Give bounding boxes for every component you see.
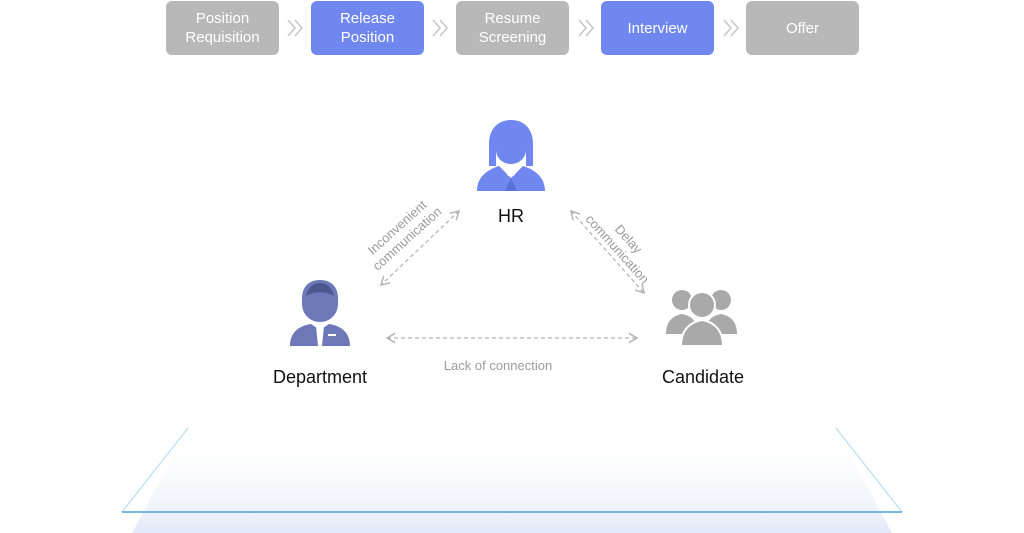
- chevron-right-icon: [723, 19, 740, 37]
- department-man-icon: [290, 280, 350, 346]
- chevron-right-icon: [432, 19, 449, 37]
- step-offer: Offer: [746, 1, 859, 55]
- chevron-right-icon: [578, 19, 595, 37]
- step-interview: Interview: [601, 1, 714, 55]
- chevron-right-icon: [287, 19, 304, 37]
- edge-label-department-candidate: Lack of connection: [443, 358, 553, 373]
- step-position-requisition: Position Requisition: [166, 1, 279, 55]
- step-resume-screening: Resume Screening: [456, 1, 569, 55]
- process-steps: Position Requisition Release Position Re…: [0, 0, 1024, 60]
- department-label: Department: [272, 367, 368, 387]
- hr-woman-icon: [477, 120, 545, 191]
- candidate-label: Candidate: [661, 367, 745, 387]
- arrow-hr-candidate: [569, 209, 646, 295]
- step-release-position: Release Position: [311, 1, 424, 55]
- platform: [121, 427, 903, 533]
- arrow-hr-department: [379, 209, 461, 287]
- candidate-group-icon: [666, 290, 737, 347]
- hr-label: HR: [498, 206, 524, 226]
